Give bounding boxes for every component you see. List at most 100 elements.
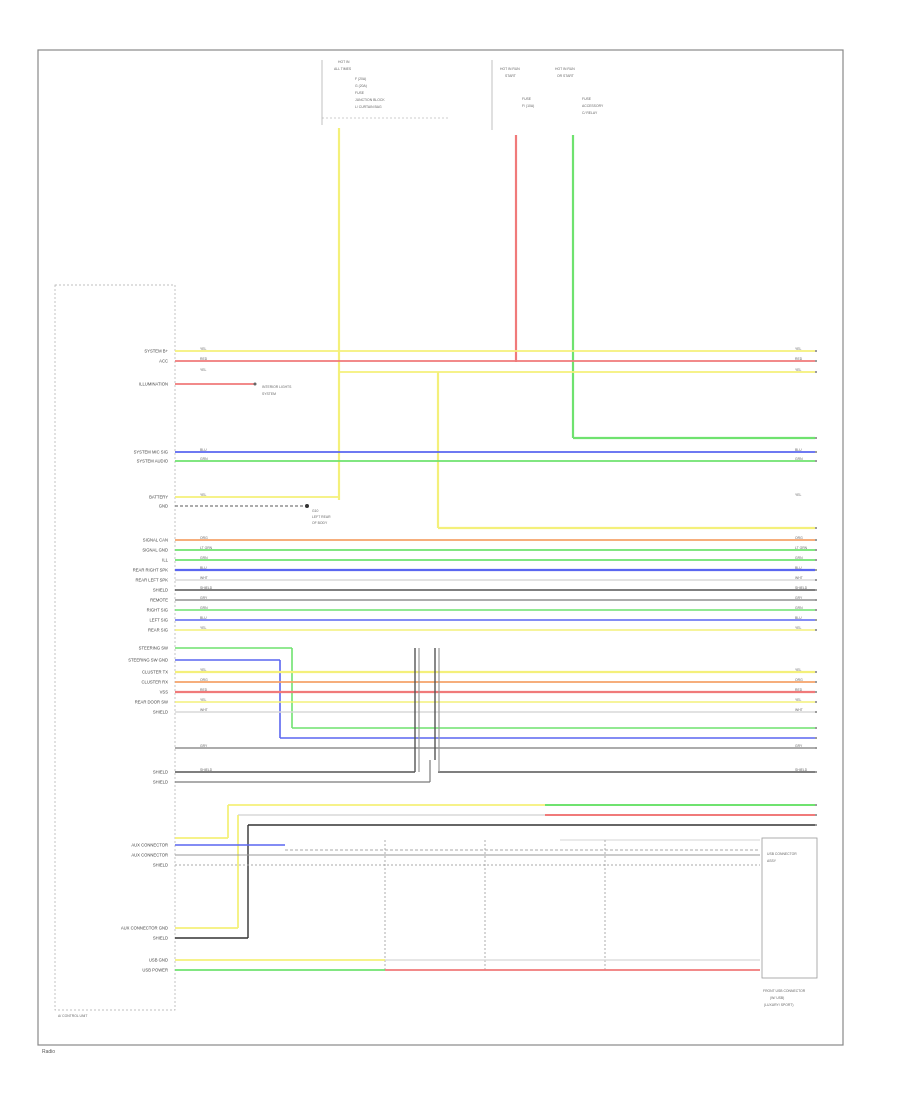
bottom-right-label-2: (W/ USB): [770, 996, 784, 1000]
svg-text:G (20A): G (20A): [355, 84, 367, 88]
pin-marker: [815, 527, 817, 529]
wire-color-tag: ORG: [200, 678, 208, 682]
wire-color-tag: WHT: [200, 576, 208, 580]
pin-marker: [815, 691, 817, 693]
pin-marker: [815, 599, 817, 601]
pin-marker: [815, 824, 817, 826]
connector-label: SHIELD: [153, 710, 168, 715]
right-block-label-2: ASSY: [767, 859, 777, 863]
connector-label: RIGHT SIG: [147, 608, 168, 613]
fuse-block-right-b: HOT IN RUN OR START FUSE ACCESSORY C/ RE…: [555, 67, 604, 115]
wire-color-tag: WHT: [200, 708, 208, 712]
connector-label: SYSTEM B+: [144, 349, 168, 354]
connector-label: GND: [159, 504, 168, 509]
connector-label: SHIELD: [153, 936, 168, 941]
pin-marker: [815, 350, 817, 352]
svg-text:ALL TIMES: ALL TIMES: [334, 67, 352, 71]
svg-text:FUSE: FUSE: [355, 91, 365, 95]
svg-text:F/ (10A): F/ (10A): [522, 104, 534, 108]
pin-marker: [815, 701, 817, 703]
svg-text:JUNCTION BLOCK: JUNCTION BLOCK: [355, 98, 385, 102]
wire-color-tag: YEL: [200, 493, 207, 497]
right-pin-markers: [815, 350, 817, 826]
connector-label: SYSTEM MIC SIG: [134, 450, 168, 455]
wire-color-tag: BLU: [200, 566, 207, 570]
wire-color-tag: SHIELD: [200, 768, 213, 772]
module-outline: [54, 284, 176, 1011]
svg-text:FUSE: FUSE: [522, 97, 532, 101]
connector-label: REAR DOOR SW: [135, 700, 168, 705]
svg-text:HOT IN RUN: HOT IN RUN: [555, 67, 575, 71]
connector-label: SIGNAL CAN: [143, 538, 168, 543]
connector-label: AUX CONNECTOR: [131, 853, 168, 858]
pin-marker: [815, 681, 817, 683]
illumination-connector: [253, 382, 257, 386]
wire-color-tag: GRN: [200, 606, 208, 610]
wire-color-tag: SHIELD: [795, 586, 808, 590]
svg-text:C/ RELAY: C/ RELAY: [582, 111, 598, 115]
pin-marker: [815, 804, 817, 806]
fuse-block-top: HOT IN ALL TIMES F (20A) G (20A) FUSE JU…: [321, 60, 450, 125]
wire-color-tag: GRN: [200, 556, 208, 560]
pin-marker: [815, 437, 817, 439]
pin-marker: [815, 629, 817, 631]
connector-label: AUX CONNECTOR GND: [121, 926, 168, 931]
fuse-block-right-a: HOT IN RUN START FUSE F/ (10A): [491, 60, 534, 130]
lower-wires: [175, 804, 818, 979]
wire-color-tag: LT GRN: [795, 546, 808, 550]
wire-color-tag: WHT: [795, 708, 803, 712]
pin-marker: [815, 814, 817, 816]
svg-text:F (20A): F (20A): [355, 77, 366, 81]
connector-label: ACC: [159, 359, 168, 364]
pin-marker: [815, 671, 817, 673]
wire-color-tag: GRN: [200, 457, 208, 461]
connector-label: BATTERY: [149, 495, 168, 500]
wire-color-tag: BLU: [200, 448, 207, 452]
wire-color-tag: ORG: [200, 536, 208, 540]
connector-label: REAR RIGHT SPK: [133, 568, 168, 573]
vertical-shield-wires: [414, 648, 440, 782]
bottom-right-label: FRONT USB CONNECTOR: [763, 989, 806, 993]
pin-marker: [815, 737, 817, 739]
wire-color-tag: YEL: [795, 668, 802, 672]
connector-label: REMOTE: [150, 598, 168, 603]
svg-text:L/ CURTAIN BAG: L/ CURTAIN BAG: [355, 105, 382, 109]
wire-color-tag: YEL: [200, 626, 207, 630]
wire-color-tag: GRN: [795, 606, 803, 610]
wire-color-tag: YEL: [795, 368, 802, 372]
pin-marker: [815, 771, 817, 773]
connector-label: SHIELD: [153, 588, 168, 593]
connector-label: STEERING SW: [139, 646, 168, 651]
wire-color-tag: YEL: [200, 368, 207, 372]
connector-label: SIGNAL GND: [142, 548, 168, 553]
diagram-frame: [37, 49, 844, 1046]
pin-marker: [815, 460, 817, 462]
svg-text:OR START: OR START: [557, 74, 574, 78]
wire-color-tag: RED: [200, 357, 208, 361]
wire-color-tag: RED: [200, 688, 208, 692]
pin-marker: [815, 747, 817, 749]
connector-label: LEFT SIG: [149, 618, 168, 623]
svg-text:FUSE: FUSE: [582, 97, 592, 101]
connector-label: SHIELD: [153, 780, 168, 785]
pin-marker: [815, 589, 817, 591]
pin-marker: [815, 539, 817, 541]
wire-color-tag: SHIELD: [200, 586, 213, 590]
connector-label: CLUSTER RX: [141, 680, 168, 685]
connector-label: VSS: [160, 690, 169, 695]
wire-color-tag: GRY: [200, 596, 208, 600]
pin-marker: [815, 727, 817, 729]
wire-color-tag: GRY: [795, 596, 803, 600]
pin-marker: [815, 559, 817, 561]
wire-color-tags: YEL YEL RED RED YEL YEL BLU BLU GRN GRN YEL YEL ORG O…: [200, 347, 808, 772]
wire-color-tag: GRN: [795, 556, 803, 560]
pin-marker: [815, 609, 817, 611]
illumination-note-2: SYSTEM: [262, 392, 276, 396]
wire-color-tag: BLU: [795, 616, 802, 620]
wire-color-tag: YEL: [795, 698, 802, 702]
horizontal-wires: [175, 350, 815, 783]
connector-label: AUX CONNECTOR: [131, 843, 168, 848]
connector-label: SHIELD: [153, 770, 168, 775]
wire-color-tag: GRY: [200, 744, 208, 748]
